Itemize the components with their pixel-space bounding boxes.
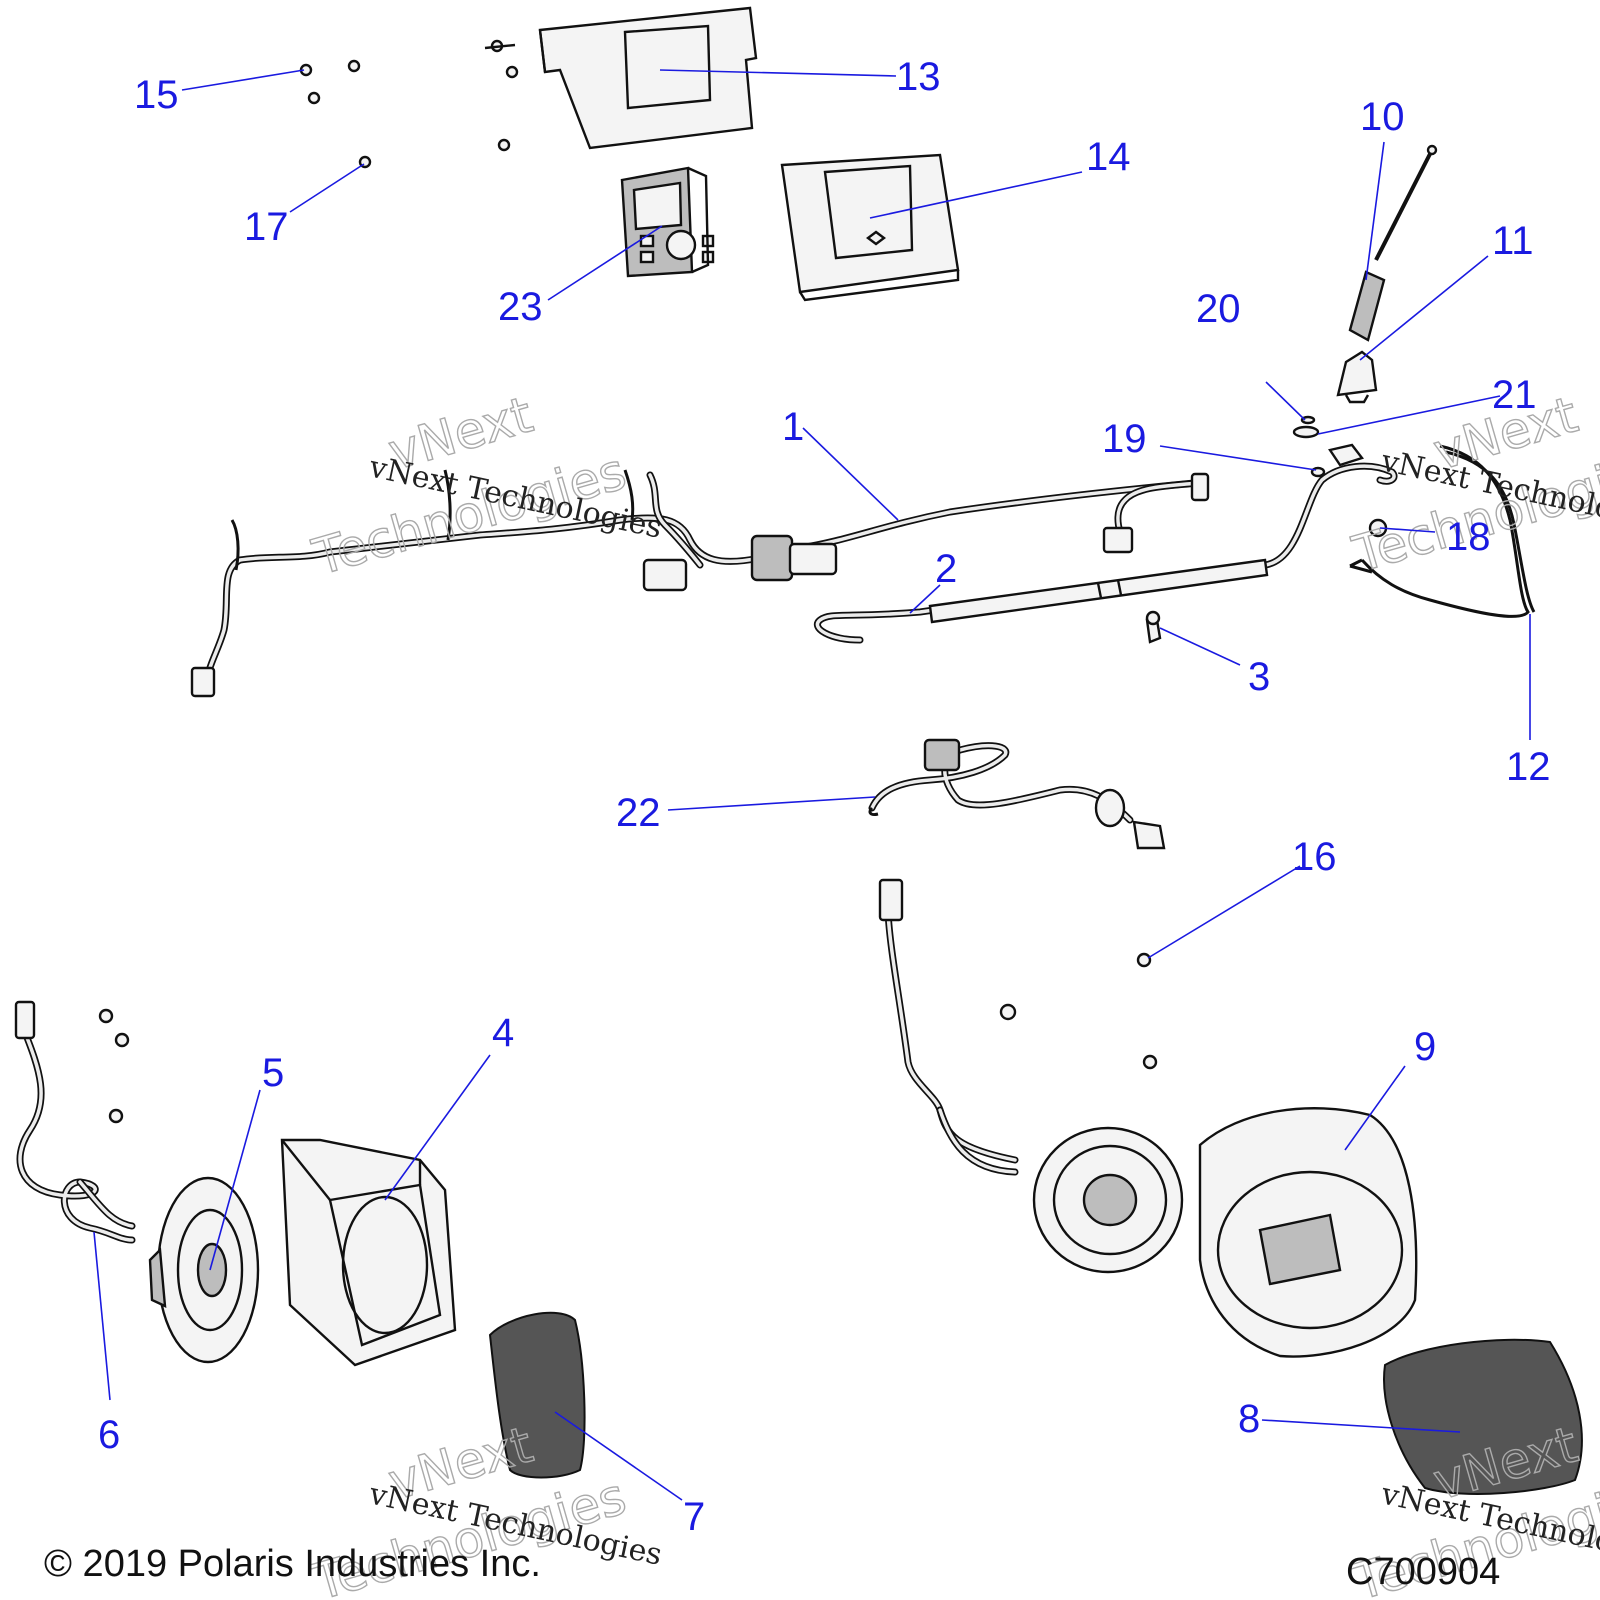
callout-13: 13	[896, 55, 941, 99]
washer-parts	[1292, 415, 1326, 478]
callout-7: 7	[683, 1495, 705, 1539]
speaker-grille-left-part	[488, 1311, 586, 1479]
callout-17: 17	[244, 205, 289, 249]
callout-1: 1	[782, 405, 804, 449]
callout-11: 11	[1492, 219, 1534, 263]
callout-23: 23	[498, 285, 543, 329]
callout-16: 16	[1292, 835, 1337, 879]
callout-2: 2	[935, 547, 957, 591]
callout-8: 8	[1238, 1397, 1260, 1441]
speaker-harness-part-22	[868, 738, 1166, 850]
speaker-left-part	[148, 1176, 260, 1364]
callout-18: 18	[1446, 515, 1491, 559]
fastener-group-top	[299, 39, 519, 169]
speaker-wire-left-part	[14, 1000, 136, 1244]
callout-3: 3	[1248, 655, 1270, 699]
callout-9: 9	[1414, 1025, 1436, 1069]
callout-21: 21	[1492, 373, 1537, 417]
mount-plate-part	[538, 6, 758, 150]
callout-15: 15	[134, 73, 179, 117]
ground-strap-part	[1349, 444, 1536, 618]
callout-4: 4	[492, 1011, 514, 1055]
drawing-code: C700904	[1346, 1551, 1500, 1593]
bezel-part	[780, 153, 960, 302]
copyright-notice: © 2019 Polaris Industries Inc.	[44, 1543, 541, 1585]
watermark-center: vNext Technologies vNext Technologies	[306, 385, 665, 588]
antenna-base-part	[1336, 350, 1378, 404]
speaker-enclosure-left-part	[280, 1138, 457, 1367]
speaker-enclosure-right-part	[1198, 1107, 1418, 1358]
speaker-grille-right-part	[1383, 1338, 1583, 1495]
clip-part-3	[1145, 610, 1162, 644]
callout-12: 12	[1506, 745, 1551, 789]
callout-labels: 1 2 3 4 5 6 7 8 9 10 11 12 13 14 15 16 1…	[98, 55, 1551, 1539]
main-harness-part	[190, 469, 1210, 698]
callout-22: 22	[616, 791, 661, 835]
callout-14: 14	[1086, 135, 1131, 179]
callout-5: 5	[262, 1051, 284, 1095]
speaker-wire-right-part	[878, 878, 1158, 1176]
antenna-part	[1348, 144, 1438, 342]
radio-head-unit-part	[620, 166, 715, 278]
leader-lines	[93, 69, 1531, 1501]
speaker-right-part	[1032, 1126, 1184, 1274]
antenna-cable-part	[814, 443, 1398, 644]
callout-19: 19	[1102, 417, 1147, 461]
callout-20: 20	[1196, 287, 1241, 331]
callout-10: 10	[1360, 95, 1405, 139]
callout-6: 6	[98, 1413, 120, 1457]
